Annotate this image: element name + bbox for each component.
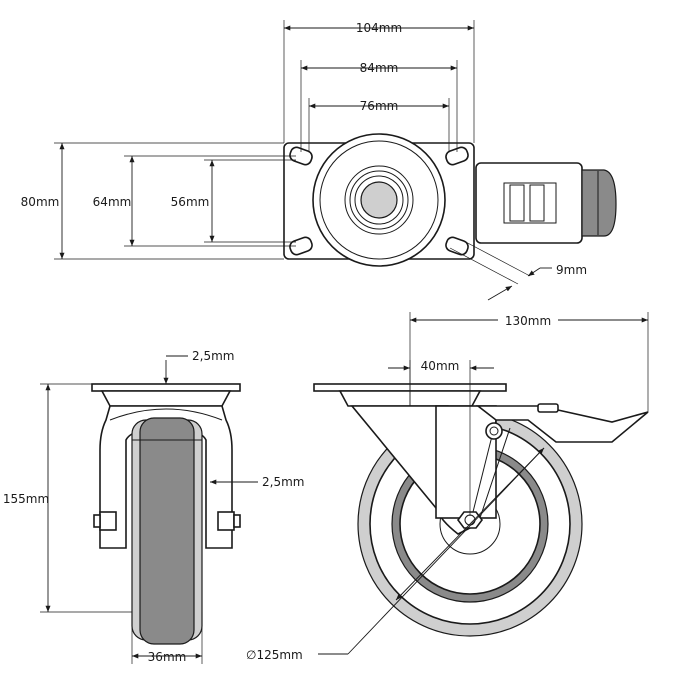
dim-swivel-radius: 130mm [505,314,551,328]
dim-hole-spacing-inner: 76mm [360,99,399,113]
front-bearing [100,390,232,407]
front-axle-nut-right [217,511,235,531]
front-wheel-tread [139,417,195,645]
side-axle-nut [457,511,483,529]
side-view: 130mm 40mm ∅125mm [246,312,649,662]
front-top-plate [91,383,241,392]
brake-pedal-tip [581,169,617,237]
bolt-slot-top-right [445,146,469,166]
dim-plate-width: 104mm [356,21,402,35]
dim-plate-thickness: 2,5mm [192,349,234,363]
king-pin-ring [354,175,404,225]
dim-slot-width: 9mm [556,263,587,277]
side-fork-arm [435,405,497,519]
dim-hole-height-outer: 64mm [93,195,132,209]
brake-lever-detail [509,184,525,222]
dim-wheel-width: 36mm [148,650,187,664]
brake-pivot [485,422,503,440]
front-view: 2,5mm 2,5mm 155mm 36mm [3,349,304,664]
front-axle-nut-left [99,511,117,531]
dim-total-height: 155mm [3,492,49,506]
dim-hole-height-inner: 56mm [171,195,210,209]
dim-offset: 40mm [421,359,460,373]
king-pin [360,181,398,219]
top-view: 104mm 84mm 76mm 80mm 64mm 56mm 9mm [21,20,617,301]
brake-lever-detail-2 [529,184,545,222]
dim-hole-spacing-outer: 84mm [360,61,399,75]
side-brake-lever [475,405,649,443]
dim-plate-height: 80mm [21,195,60,209]
brake-lever-slot [503,182,557,224]
brake-housing [475,162,583,244]
dim-wheel-diameter: ∅125mm [246,648,303,662]
dim-fork-thickness: 2,5mm [262,475,304,489]
bolt-slot-bottom-right [445,236,469,256]
